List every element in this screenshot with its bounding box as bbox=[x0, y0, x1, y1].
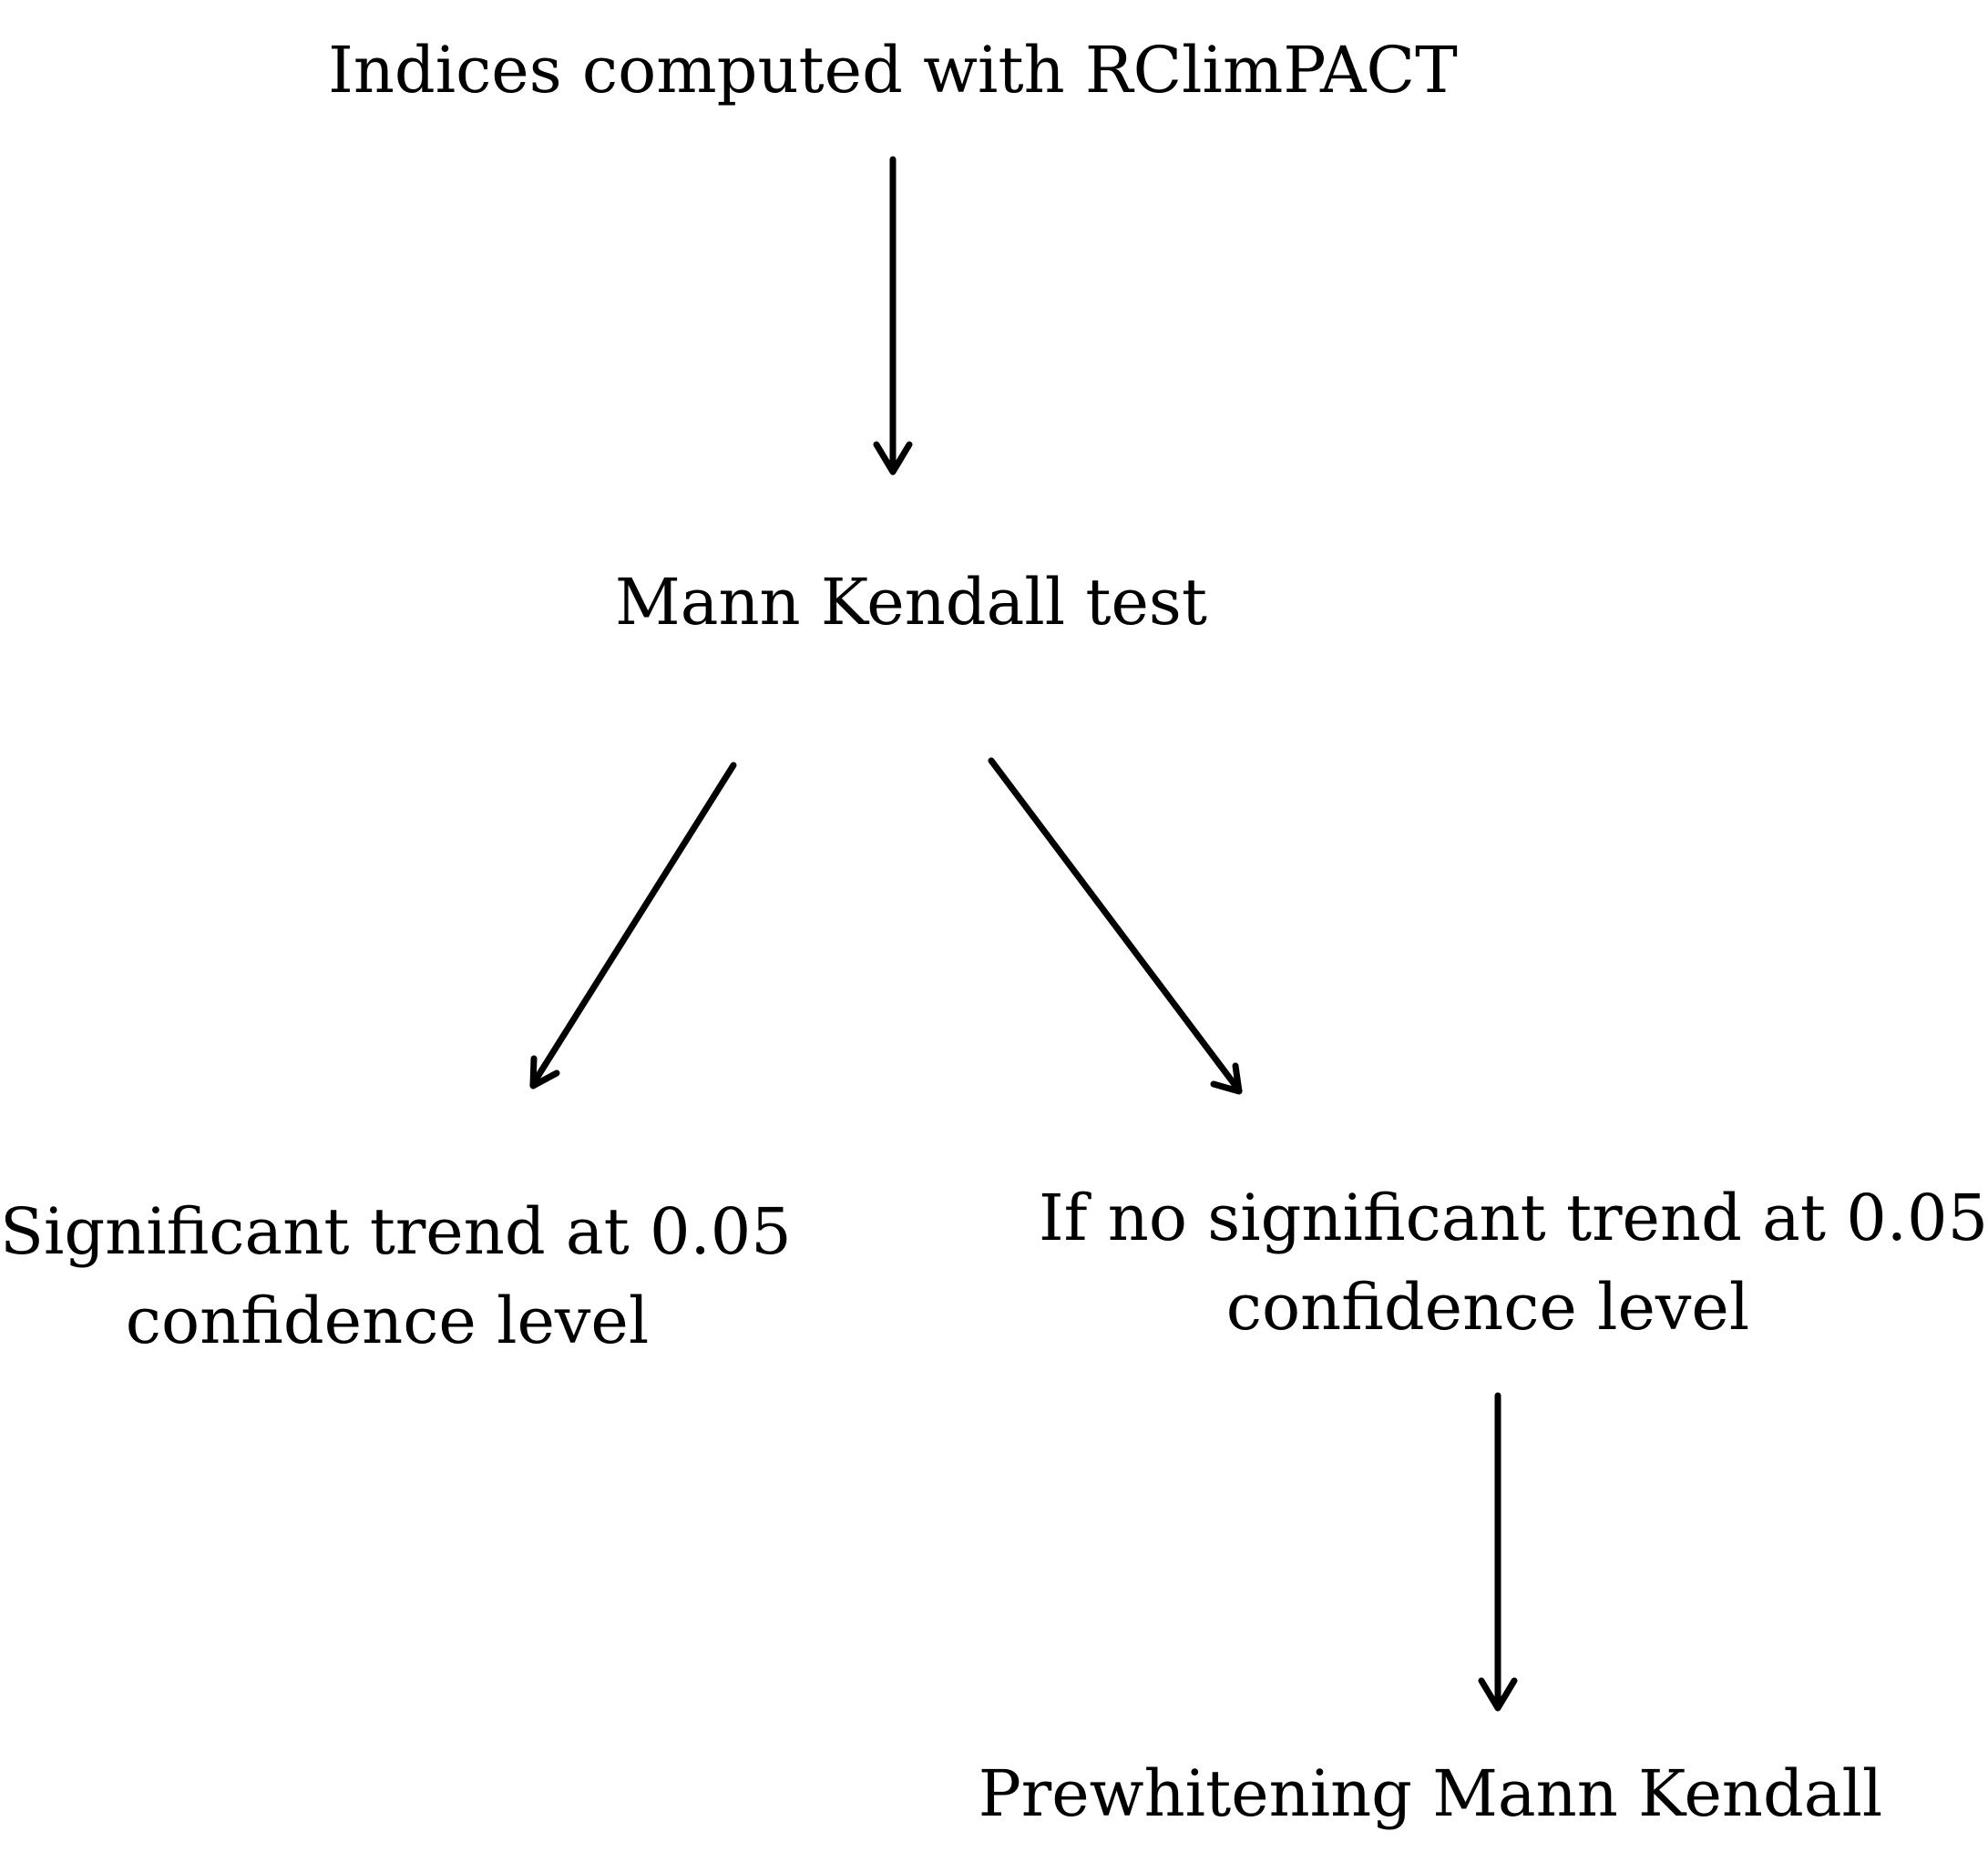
node-label-line2: confidence level bbox=[1225, 1270, 1750, 1345]
node-label: Indices computed with RClimPACT bbox=[328, 33, 1458, 107]
node-no-significant-trend: If no significant trend at 0.05 confiden… bbox=[1039, 1173, 1988, 1352]
arrow-not-significant-to-prewhitening bbox=[1478, 1392, 1518, 1712]
arrow-layer bbox=[529, 156, 1518, 1712]
arrow-mann-kendall-to-not-significant bbox=[988, 757, 1243, 1095]
node-mann-kendall-test: Mann Kendall test bbox=[547, 558, 1276, 647]
node-prewhitening-mann-kendall: Prewhitening Mann Kendall bbox=[948, 1749, 1913, 1838]
node-label-line1: If no significant trend at 0.05 bbox=[1039, 1181, 1988, 1255]
arrow-top-to-mann-kendall bbox=[873, 156, 913, 476]
node-label-line1: Significant trend at 0.05 bbox=[0, 1194, 792, 1269]
node-label: Mann Kendall test bbox=[615, 565, 1207, 640]
arrow-mann-kendall-to-significant bbox=[529, 762, 737, 1090]
node-label: Prewhitening Mann Kendall bbox=[978, 1756, 1883, 1831]
node-significant-trend: Significant trend at 0.05 confidence lev… bbox=[0, 1187, 792, 1366]
node-label-line2: confidence level bbox=[125, 1284, 650, 1358]
node-indices-rclimpact: Indices computed with RClimPACT bbox=[273, 26, 1512, 115]
flow-diagram: Indices computed with RClimPACT Mann Ken… bbox=[0, 26, 1988, 1838]
